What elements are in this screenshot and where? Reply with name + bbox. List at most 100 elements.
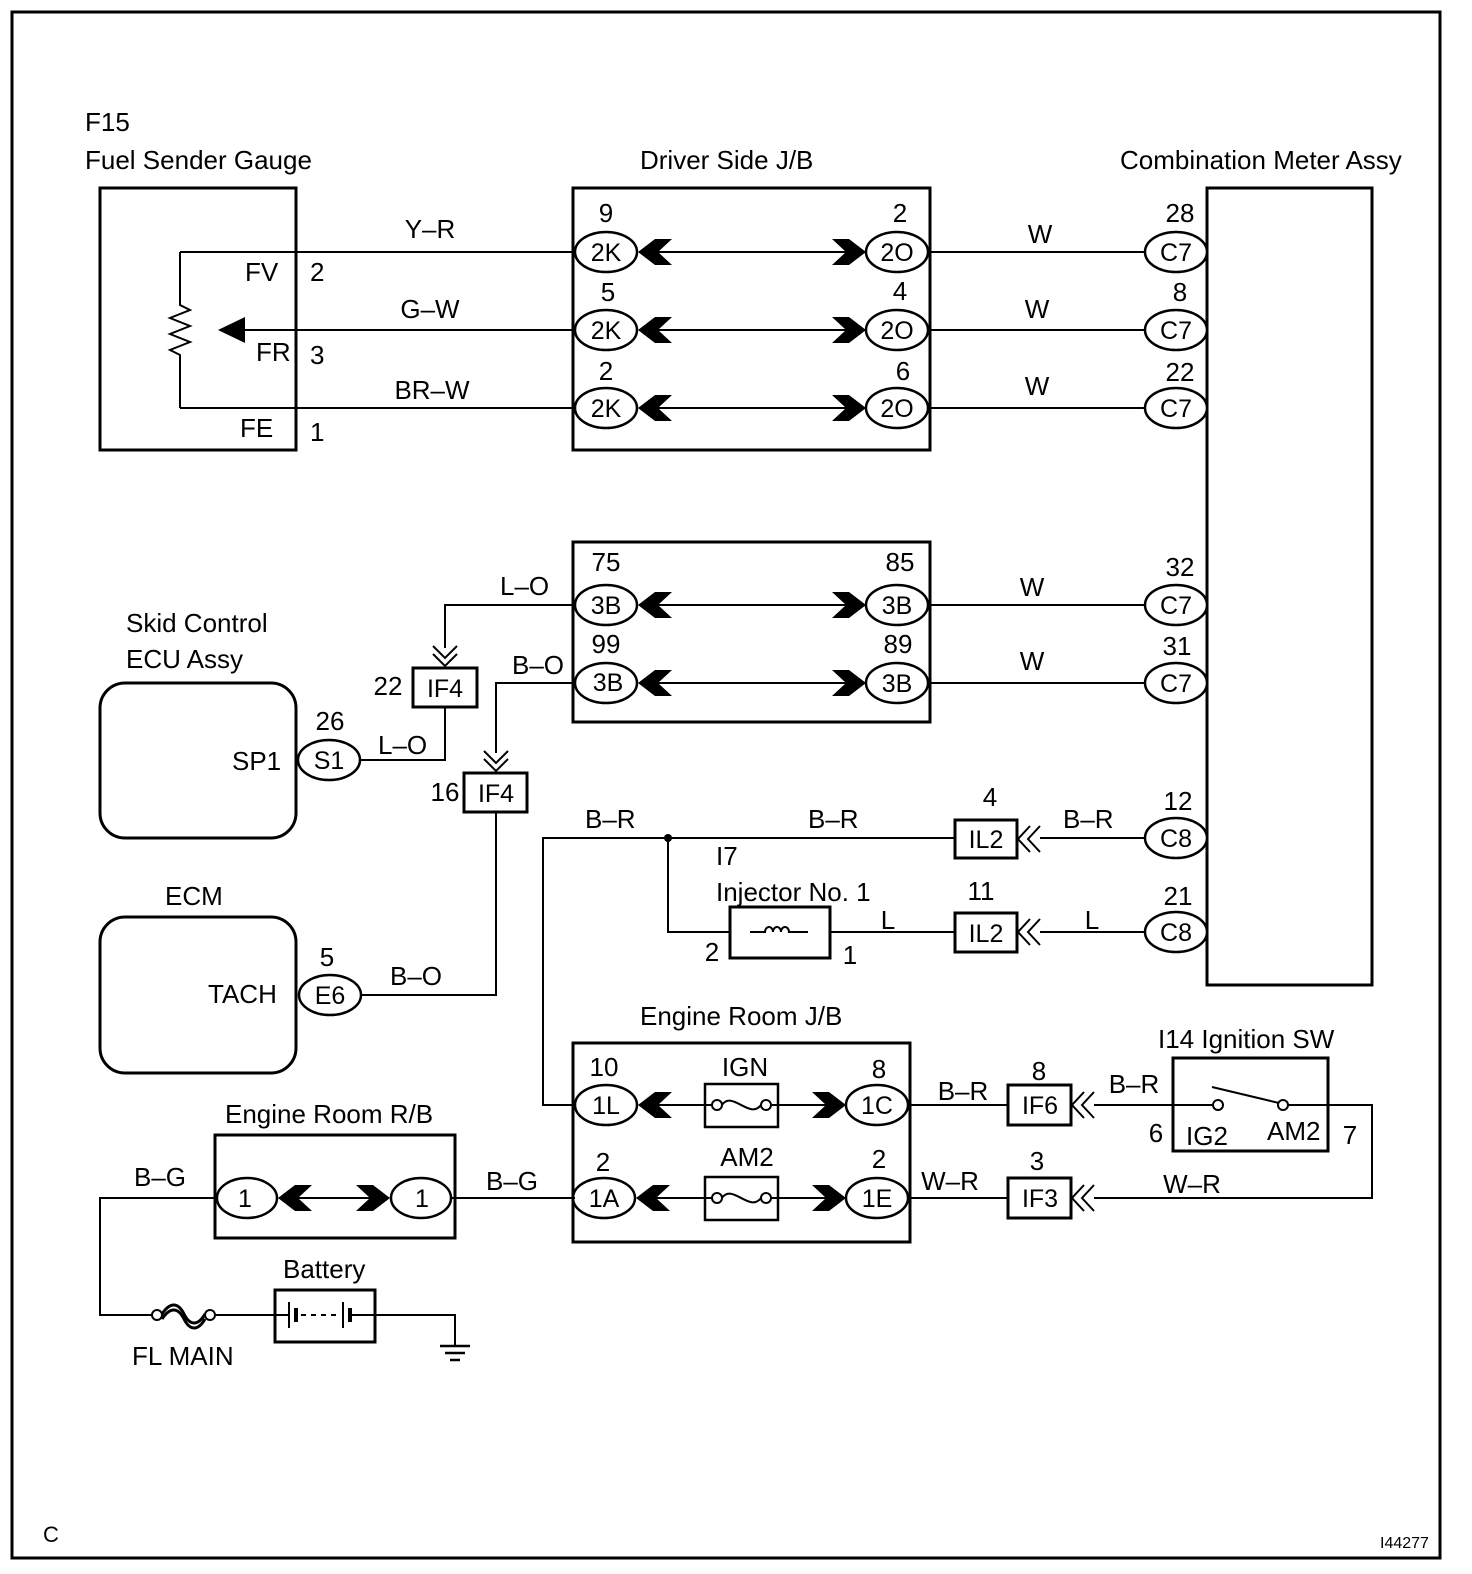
connector-oval <box>573 386 639 430</box>
switch-contact-am2 <box>1277 1099 1289 1111</box>
pin-number: 89 <box>884 629 913 659</box>
wire-label-bo-ecm: B–O <box>390 961 442 991</box>
connector-oval <box>573 308 639 352</box>
fuse-terminal <box>711 1099 723 1111</box>
wire-label-br-jb: B–R <box>585 804 636 834</box>
wire-label-w: W <box>1028 219 1053 249</box>
connector-label: IF3 <box>1022 1185 1058 1213</box>
terminal-fv: FV <box>245 257 279 287</box>
connector-label: C7 <box>1160 395 1192 423</box>
wire-label-w: W <box>1020 646 1045 676</box>
connector-label: S1 <box>314 747 345 775</box>
pin-am2: 7 <box>1343 1120 1357 1150</box>
corner-mark: C <box>43 1522 59 1547</box>
fusible-link: FL MAIN <box>132 1303 234 1371</box>
connector-label: 3B <box>591 592 622 620</box>
pin-fv: 2 <box>310 257 324 287</box>
terminal-fr: FR <box>256 337 291 367</box>
skid-ecu-name-line2: ECU Assy <box>126 644 243 674</box>
connector-label: 1L <box>592 1092 620 1120</box>
injector-pin-left: 2 <box>705 937 719 967</box>
combination-meter-name: Combination Meter Assy <box>1120 145 1402 175</box>
skid-control-ecu: Skid Control ECU Assy SP1 <box>98 608 298 840</box>
wire-label-w: W <box>1025 294 1050 324</box>
wire-bo-jb <box>495 682 575 753</box>
connector-label: 3B <box>882 670 913 698</box>
injector-pin-right: 1 <box>843 940 857 970</box>
double-chevron-down-icon <box>483 750 509 772</box>
ecm-box <box>98 915 298 1075</box>
connector-label: 3B <box>882 592 913 620</box>
connector-oval <box>1143 386 1209 430</box>
wire-label-br-meter: B–R <box>1063 804 1114 834</box>
engine-room-jb: Engine Room J/B IGN 1L 1C 10 8 AM2 <box>571 1001 912 1244</box>
wire-label-w: W <box>1025 371 1050 401</box>
connector-label: E6 <box>315 982 346 1010</box>
sender-resistor-icon <box>167 252 193 408</box>
engine-room-rb: Engine Room R/B 1 1 <box>213 1099 457 1240</box>
pin-number: 5 <box>601 277 615 307</box>
wire-label-br-if6-out: B–R <box>1109 1069 1160 1099</box>
battery-name: Battery <box>283 1254 365 1284</box>
driver-side-jb: Driver Side J/B 2K 2O 9 2 2K 2O 5 4 2K 2… <box>571 145 932 452</box>
fuse-terminal <box>760 1099 772 1111</box>
driver-side-jb-name: Driver Side J/B <box>640 145 813 175</box>
pin-number: 16 <box>431 777 460 807</box>
double-chevron-left-icon <box>1017 918 1041 946</box>
switch-contact-ig2 <box>1212 1099 1224 1111</box>
connector-label: 1C <box>861 1092 893 1120</box>
wire-label-wr-if3-out: W–R <box>1163 1169 1221 1199</box>
connector-label: C8 <box>1160 825 1192 853</box>
pin-number: 11 <box>968 876 995 906</box>
connector-label: C7 <box>1160 317 1192 345</box>
wire-label-bo-jb: B–O <box>512 650 564 680</box>
wire-br-injector <box>667 838 730 933</box>
connector-label: 2O <box>880 395 913 423</box>
wire-label-fr: G–W <box>400 294 460 324</box>
terminal-sp1: SP1 <box>232 746 281 776</box>
wire-label-lo-jb: L–O <box>500 571 549 601</box>
pin-number: 2 <box>872 1144 886 1174</box>
connector-oval <box>296 738 362 782</box>
pin-number: 28 <box>1166 198 1195 228</box>
wire-label-l-meter: L <box>1085 905 1099 935</box>
terminal-ig2: IG2 <box>1186 1121 1228 1151</box>
pin-number: 31 <box>1163 631 1192 661</box>
skid-ecu-name-line1: Skid Control <box>126 608 268 638</box>
skid-ecu-box <box>98 681 298 840</box>
fuel-sender-box <box>98 186 298 452</box>
connector-label: IF6 <box>1022 1092 1058 1120</box>
wire-ground <box>375 1314 456 1345</box>
pin-number: 2 <box>596 1147 610 1177</box>
connector-label: 3B <box>593 669 624 697</box>
injector-no-1: I7 Injector No. 1 2 1 <box>705 841 871 970</box>
ignition-switch-name: I14 Ignition SW <box>1158 1024 1335 1054</box>
connector-label: 2O <box>880 317 913 345</box>
pin-number: 10 <box>590 1052 619 1082</box>
connector-label: 2O <box>880 239 913 267</box>
wire-label-wr-if3-in: W–R <box>921 1166 979 1196</box>
pin-number: 8 <box>1032 1056 1046 1086</box>
junction-connector-if4-lower <box>462 771 529 814</box>
double-chevron-down-icon <box>432 645 458 667</box>
connector-label: 1 <box>415 1185 429 1213</box>
junction-connector-il2-upper <box>953 818 1019 860</box>
connector-oval <box>1143 308 1209 352</box>
pin-number: 21 <box>1164 881 1193 911</box>
fuse-ign-label: IGN <box>722 1052 768 1082</box>
pin-number: 2 <box>599 356 613 386</box>
pin-number: 12 <box>1164 786 1193 816</box>
connector-oval <box>1143 230 1209 274</box>
connector-oval <box>573 1083 639 1127</box>
pin-number: 8 <box>1173 277 1187 307</box>
terminal-fe: FE <box>240 413 273 443</box>
switch-lever-icon <box>1211 1086 1280 1104</box>
engine-room-jb-name: Engine Room J/B <box>640 1001 842 1031</box>
wire-br-main <box>542 837 955 1106</box>
fuel-sender-name: Fuel Sender Gauge <box>85 145 312 175</box>
connector-oval <box>573 230 639 274</box>
fusible-link-terminal <box>151 1309 163 1321</box>
connector-label: 2K <box>591 317 622 345</box>
wire-lo-jb <box>444 604 575 648</box>
pin-number: 3 <box>1030 1146 1044 1176</box>
